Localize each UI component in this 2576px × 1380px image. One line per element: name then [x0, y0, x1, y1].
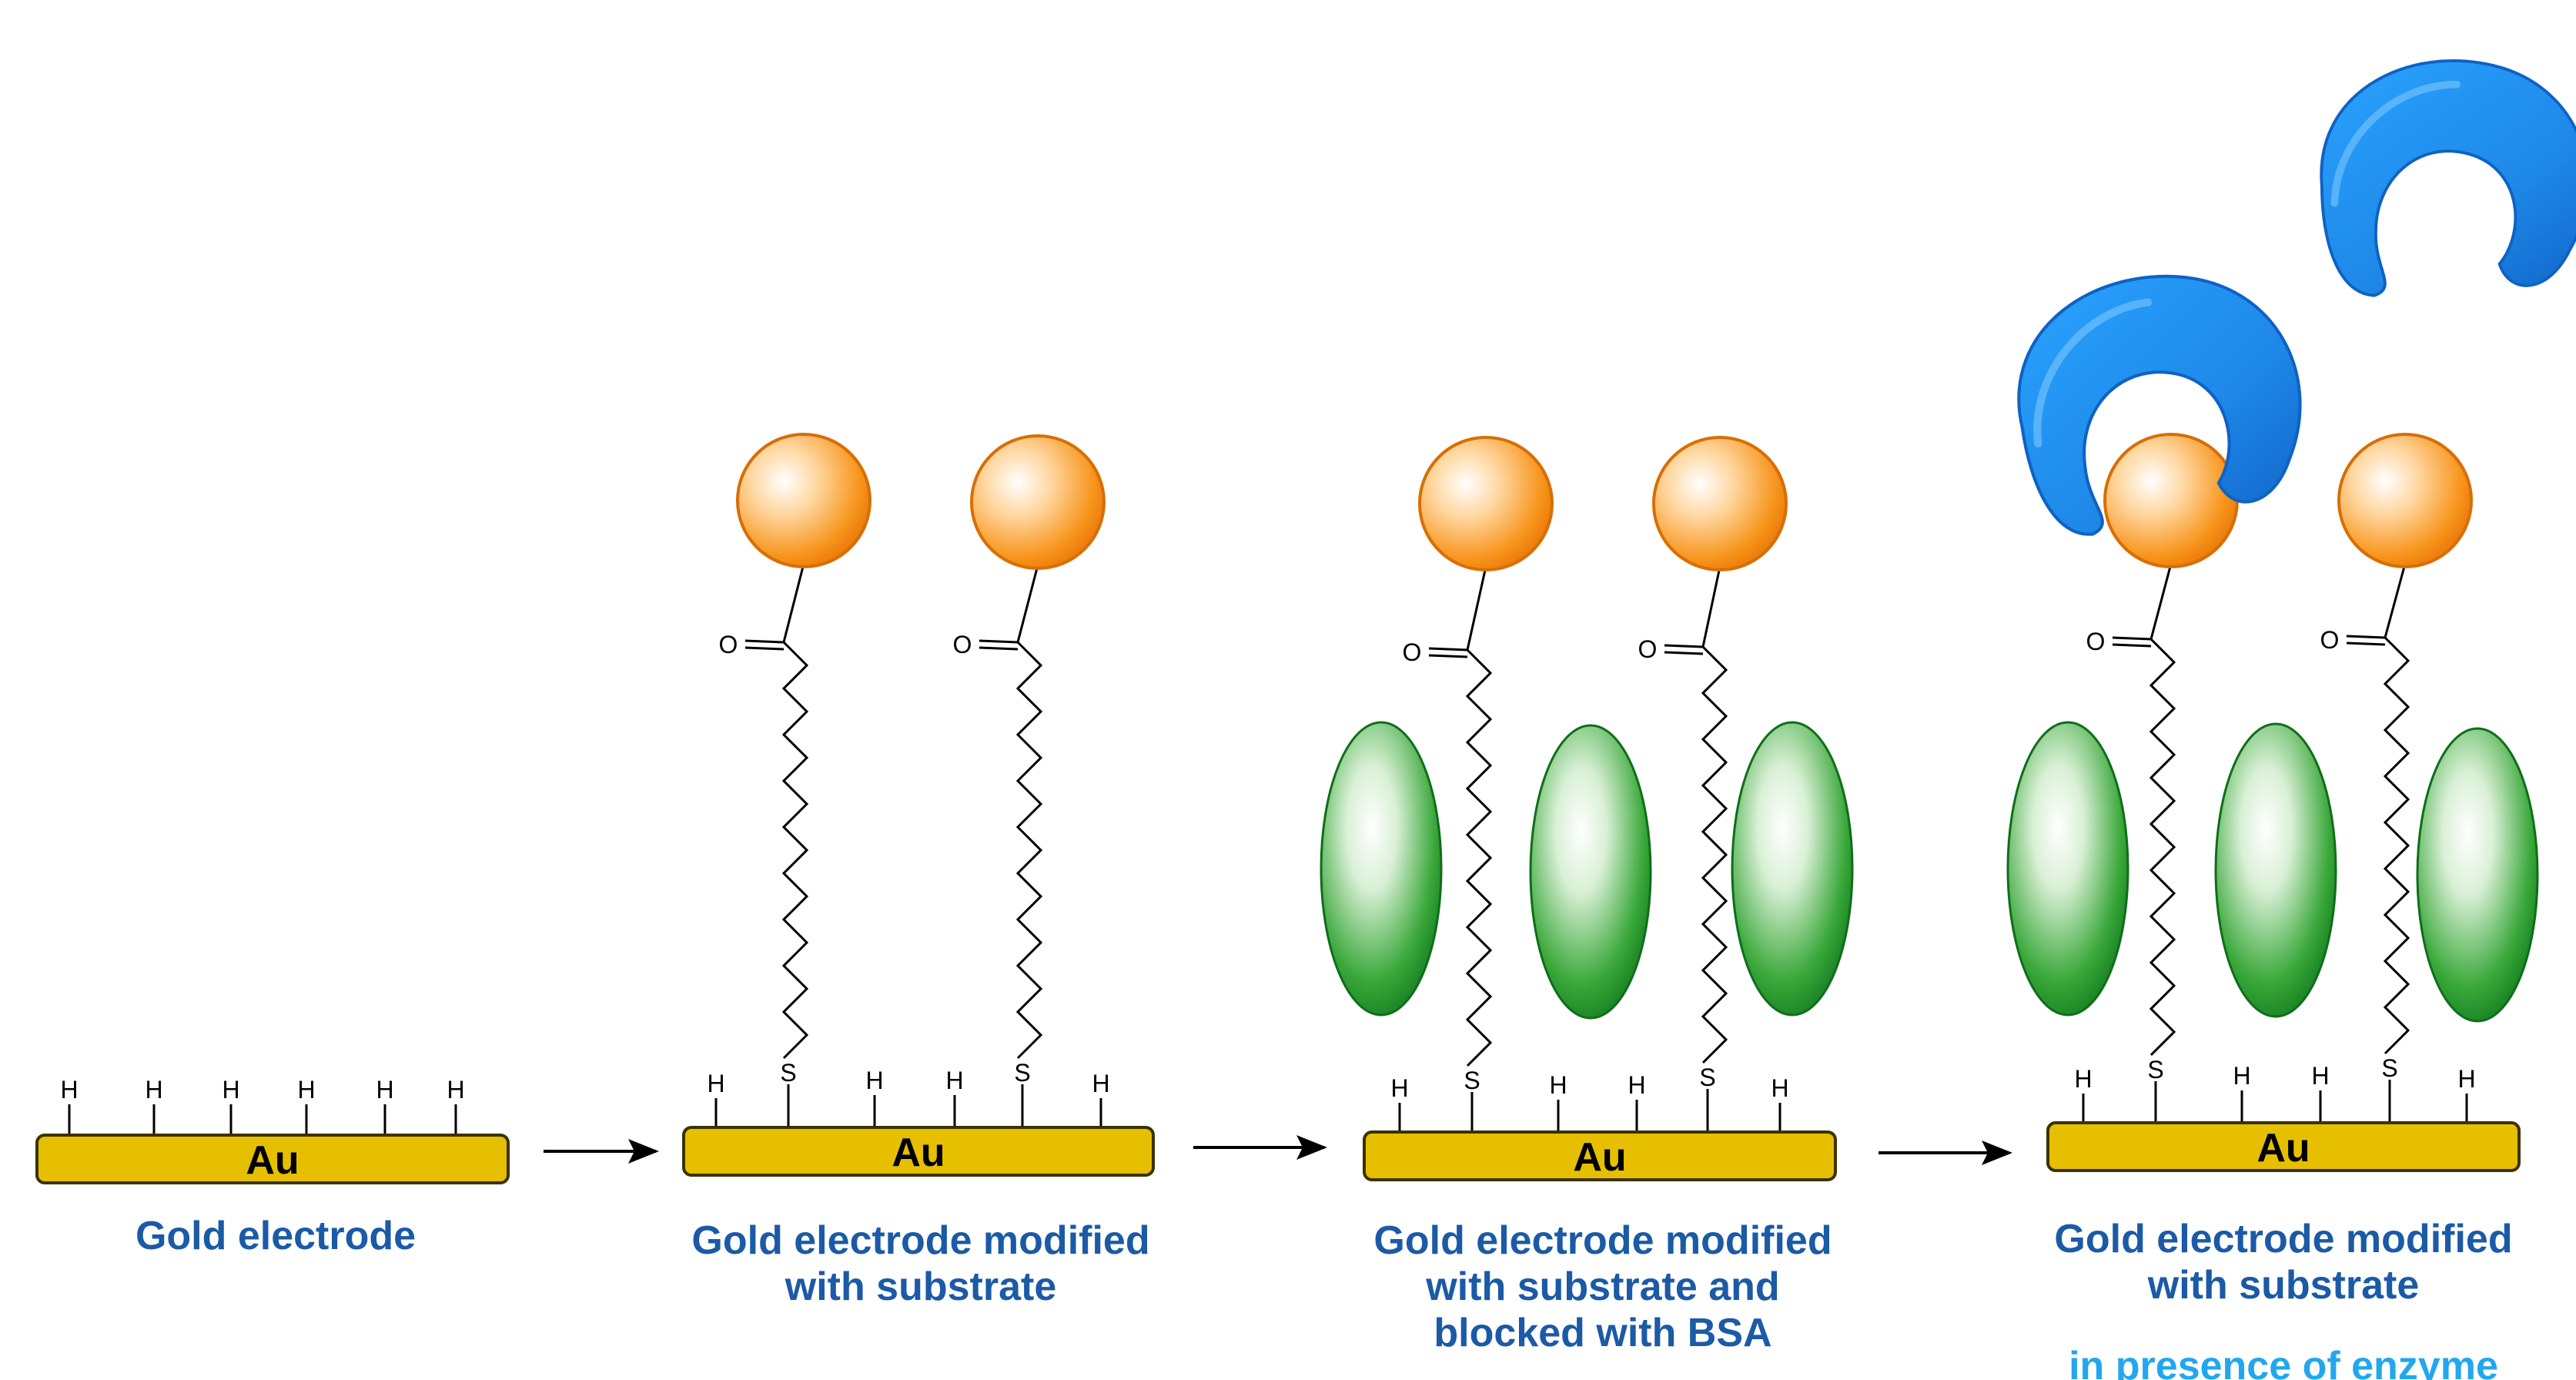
gold-electrode-bar	[682, 1126, 1155, 1177]
caption-line: Gold electrode modified	[1373, 1218, 1832, 1263]
carbonyl-bond	[744, 639, 785, 644]
enzyme-highlight	[2033, 298, 2153, 448]
substrate-link	[1016, 564, 1039, 643]
carbonyl-bond	[744, 646, 785, 651]
enzyme-body	[2017, 274, 2302, 536]
hydrogen-label: H	[222, 1076, 239, 1104]
oxygen-label: O	[1638, 635, 1658, 663]
carbonyl-bond	[1664, 651, 1704, 655]
substrate-sphere	[2337, 433, 2473, 568]
hydrogen-label: H	[145, 1076, 162, 1104]
gold-electrode-bar	[2046, 1121, 2521, 1172]
substrate-link	[2149, 563, 2173, 640]
sulfur-label: S	[1699, 1063, 1715, 1091]
substrate-sphere	[736, 433, 871, 568]
alkyl-chain	[2149, 638, 2176, 1057]
au-label: Au	[246, 1138, 299, 1183]
caption-line: Gold electrode modified	[2054, 1217, 2512, 1261]
caption-line: Gold electrode	[135, 1214, 416, 1258]
bsa-protein	[1529, 724, 1652, 1020]
carbonyl-bond	[979, 646, 1019, 651]
carbonyl-bond	[1428, 654, 1468, 658]
carbonyl-bond	[979, 639, 1019, 644]
au-label: Au	[2257, 1126, 2310, 1171]
hydrogen-label: H	[60, 1076, 78, 1104]
au-label: Au	[892, 1130, 945, 1175]
gold-electrode-bar	[35, 1134, 510, 1184]
carbonyl-bond	[1664, 644, 1704, 648]
carbonyl-bond	[2346, 641, 2386, 646]
hydrogen-label: H	[1628, 1071, 1645, 1099]
hydrogen-label: H	[2233, 1062, 2250, 1090]
enzyme-highlight	[2330, 80, 2461, 207]
hydrogen-label: H	[945, 1067, 963, 1094]
sulfur-label: S	[1014, 1059, 1030, 1087]
caption-line: with substrate	[785, 1264, 1057, 1309]
substrate-sphere	[1652, 436, 1788, 571]
substrate-link	[1466, 566, 1487, 651]
sulfur-label: S	[1464, 1067, 1480, 1094]
hydrogen-label: H	[1771, 1074, 1788, 1102]
alkyl-chain	[1015, 641, 1043, 1060]
note-in-presence-of-enzyme: in presence of enzyme	[2069, 1344, 2498, 1380]
oxygen-label: O	[2320, 626, 2340, 654]
sulfur-label: S	[780, 1059, 796, 1087]
oxygen-label: O	[2086, 628, 2106, 655]
sulfur-label: S	[2381, 1054, 2397, 1082]
alkyl-chain	[1465, 648, 1493, 1067]
hydrogen-label: H	[1549, 1071, 1567, 1099]
carbonyl-bond	[2346, 635, 2386, 639]
bsa-protein	[1320, 721, 1443, 1017]
bsa-protein	[2416, 727, 2539, 1023]
carbonyl-bond	[2112, 636, 2152, 641]
caption-line: with substrate	[2147, 1263, 2420, 1308]
alkyl-chain	[2383, 636, 2410, 1055]
carbonyl-bond	[1428, 647, 1468, 651]
bsa-protein	[1731, 721, 1854, 1017]
hydrogen-label: H	[376, 1076, 393, 1104]
carbonyl-bond	[2112, 643, 2152, 648]
oxygen-label: O	[953, 631, 972, 658]
oxygen-label: O	[719, 631, 738, 658]
substrate-link	[1701, 566, 1721, 648]
bsa-protein	[2214, 722, 2337, 1018]
hydrogen-label: H	[865, 1067, 883, 1094]
caption-line: with substrate and	[1425, 1264, 1779, 1309]
enzyme-body	[2320, 59, 2576, 297]
hydrogen-label: H	[2074, 1065, 2092, 1093]
au-label: Au	[1573, 1135, 1626, 1180]
caption-line: Gold electrode modified	[691, 1218, 1149, 1263]
hydrogen-label: H	[1092, 1070, 1109, 1097]
hydrogen-label: H	[2311, 1062, 2329, 1090]
substrate-sphere	[2103, 433, 2239, 568]
hydrogen-label: H	[297, 1076, 315, 1104]
hydrogen-label: H	[1390, 1074, 1408, 1102]
substrate-link	[2384, 563, 2407, 638]
substrate-link	[782, 563, 805, 643]
alkyl-chain	[1701, 645, 1728, 1064]
caption-line: blocked with BSA	[1434, 1311, 1771, 1355]
hydrogen-label: H	[447, 1076, 464, 1104]
hydrogen-label: H	[2457, 1065, 2475, 1093]
gold-electrode-bar	[1363, 1130, 1837, 1181]
hydrogen-label: H	[707, 1070, 724, 1097]
enzyme-shape	[2320, 59, 2576, 297]
bsa-protein	[2006, 721, 2129, 1017]
sulfur-label: S	[2147, 1056, 2163, 1084]
alkyl-chain	[781, 641, 809, 1060]
substrate-sphere	[1418, 436, 1554, 571]
oxygen-label: O	[1403, 638, 1422, 666]
substrate-sphere	[970, 434, 1106, 570]
enzyme-shape	[2017, 274, 2302, 536]
